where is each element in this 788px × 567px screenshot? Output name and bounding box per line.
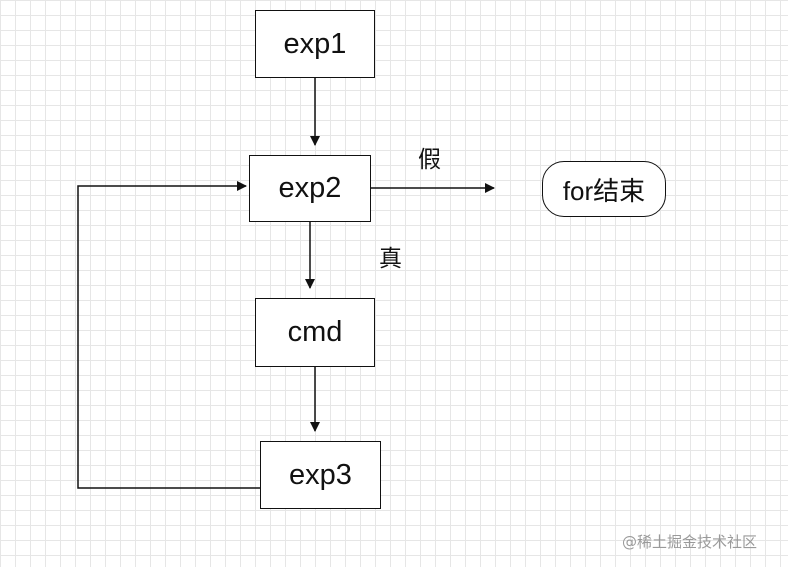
node-exp3: exp3 — [260, 441, 381, 509]
node-for-end: for结束 — [542, 161, 666, 217]
watermark: @稀土掘金技术社区 — [622, 533, 758, 551]
edge-label-false: 假 — [418, 147, 441, 173]
edge-label-true: 真 — [379, 246, 402, 272]
node-exp1: exp1 — [255, 10, 375, 78]
node-cmd: cmd — [255, 298, 375, 367]
node-exp2: exp2 — [249, 155, 371, 222]
loop-back-arrow — [77, 181, 260, 489]
